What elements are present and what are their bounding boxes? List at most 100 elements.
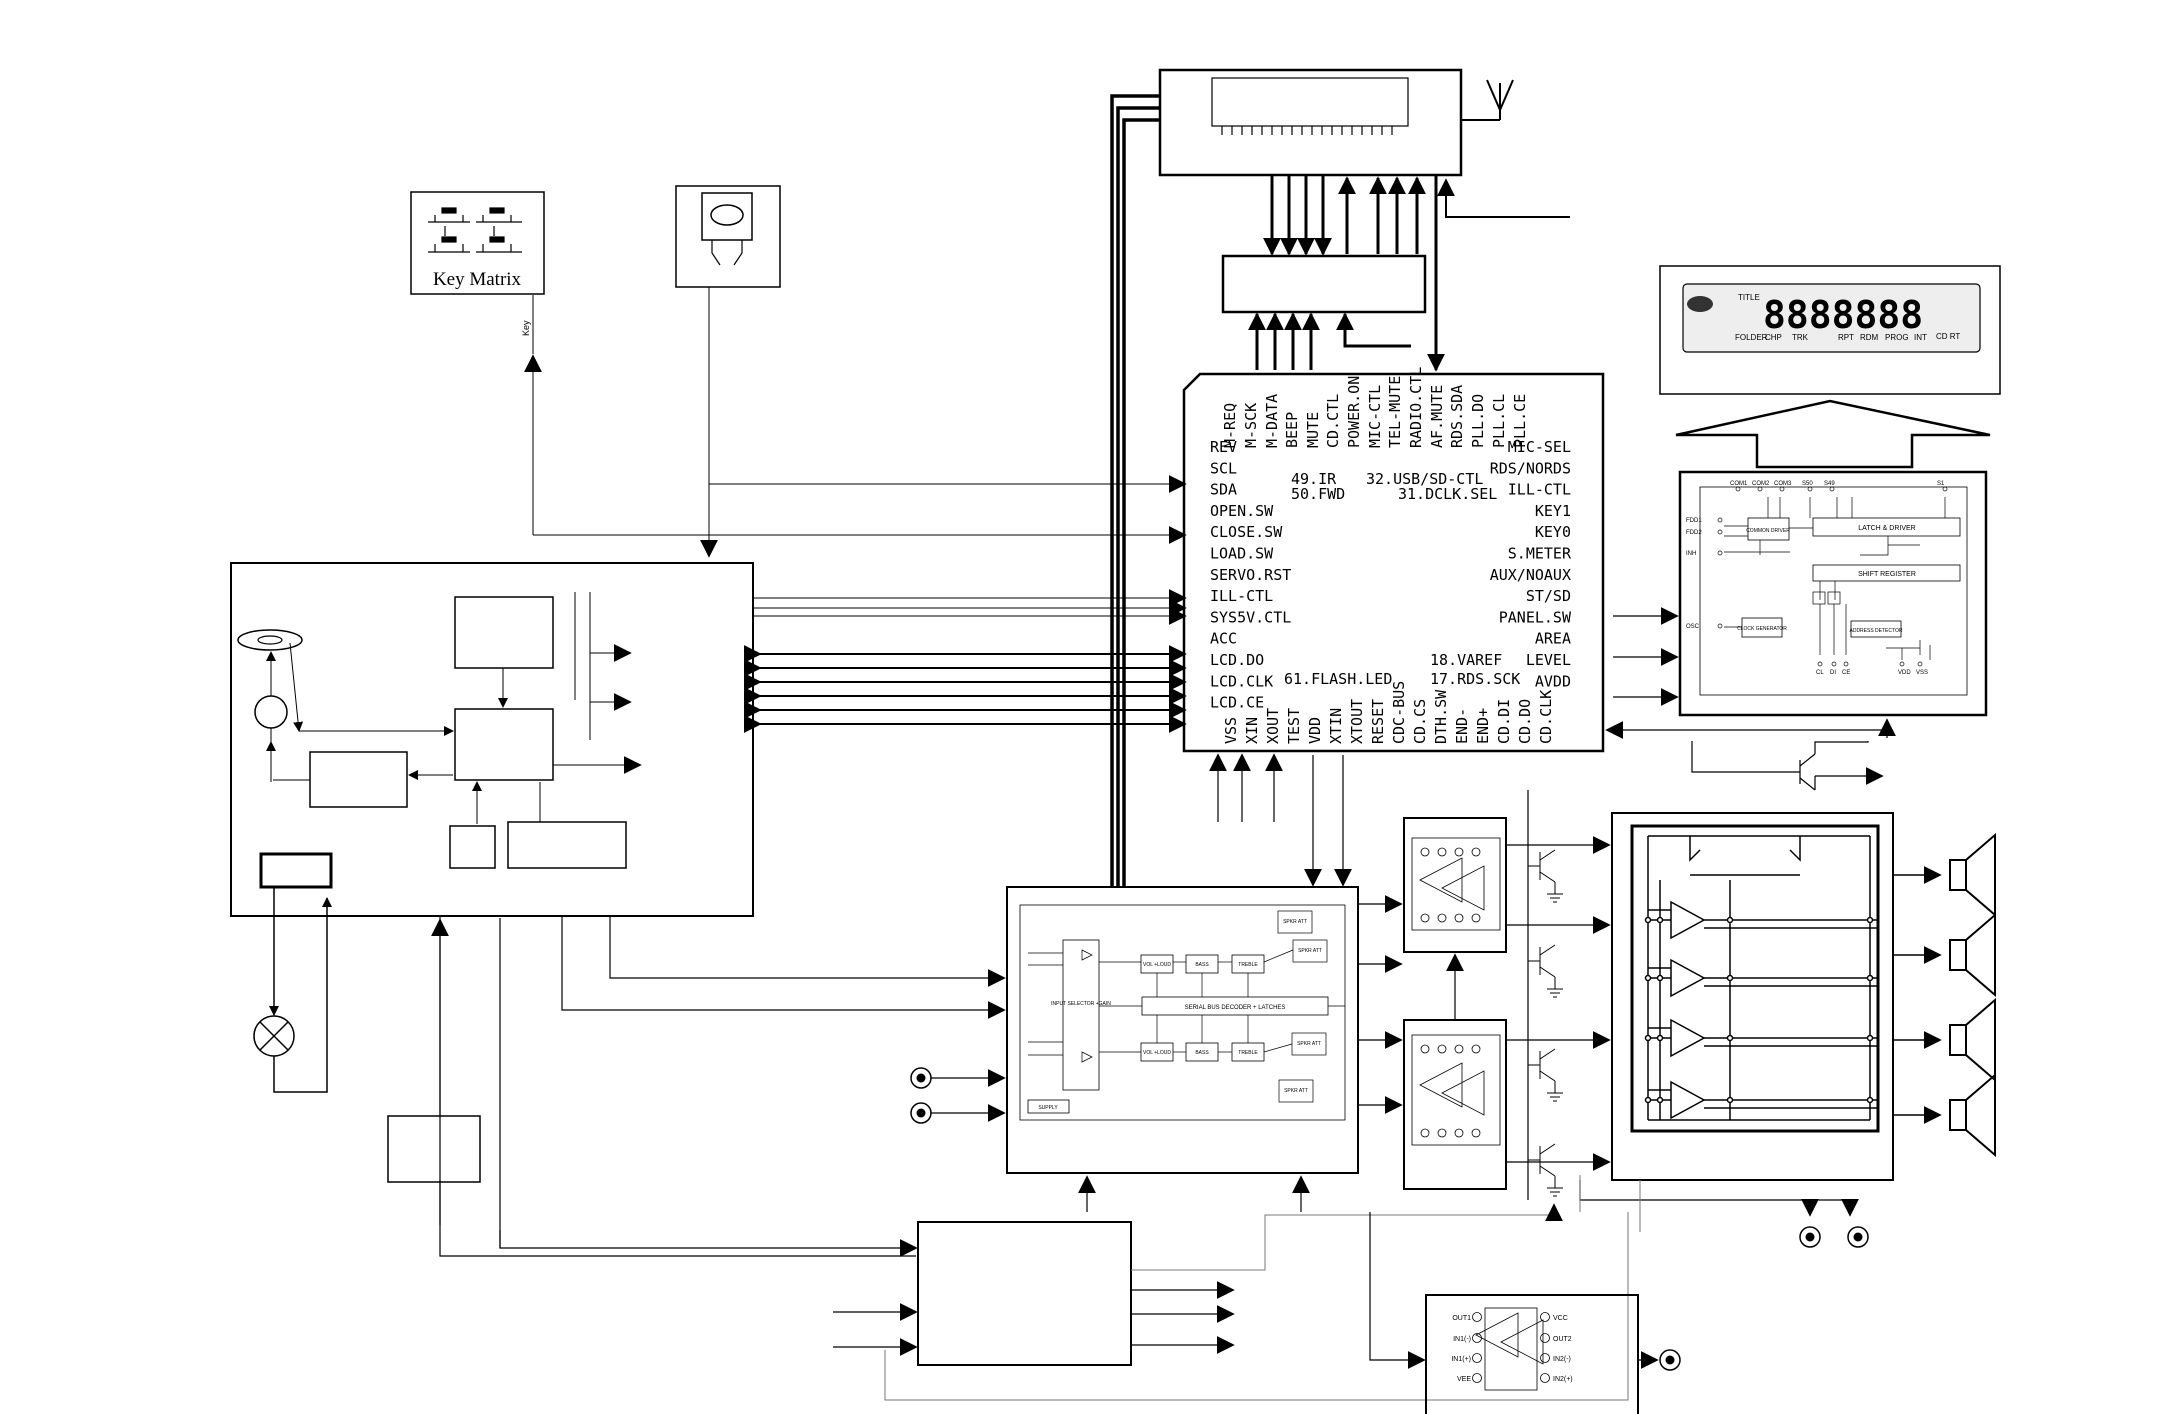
- lcd-indicator: PROG: [1885, 333, 1909, 342]
- aux-input-jacks: [910, 1067, 1006, 1124]
- lcd-indicator: INT: [1914, 333, 1927, 342]
- speaker-icon: [1949, 1072, 1996, 1158]
- key-line-label: Key: [521, 320, 531, 336]
- opamp-pin-right: VCC: [1553, 1315, 1568, 1322]
- mcu-pin-left: OPEN.SW: [1210, 502, 1274, 520]
- tuner-input-line: [1437, 178, 1570, 218]
- mcu-pin-right: LEVEL: [1526, 651, 1571, 669]
- lcd-driver-pin-left: INH: [1686, 551, 1696, 557]
- regulator-wiring: [431, 918, 501, 1248]
- key-matrix-signal: [524, 354, 1187, 544]
- audio-processor-chip: INPUT SELECTOR +GAIN SERIAL BUS DECODER …: [1006, 886, 1359, 1174]
- lcd-driver-pin-left: FDD1: [1686, 518, 1702, 524]
- mcu-pin-bottom: DTH.SW: [1432, 689, 1450, 744]
- mcu-pin-bottom: VSS: [1222, 717, 1240, 744]
- lcd-driver-pin-bottom: VSS: [1916, 670, 1928, 676]
- mcu-pin-top: PLL.CE: [1511, 394, 1529, 448]
- mcu-label-fwd: 50.FWD: [1291, 485, 1345, 503]
- lcd-driver-pin-top: COM3: [1774, 481, 1792, 487]
- lcd-driver-pin-bottom: CL: [1816, 670, 1824, 676]
- mcu-pin-top: POWER.ON: [1345, 376, 1363, 448]
- mcu-label-rds-sck: 17.RDS.SCK: [1430, 670, 1520, 688]
- mcu-pin-bottom: XTIN: [1327, 708, 1345, 744]
- mcu-pin-left: SDA: [1210, 481, 1237, 499]
- thin-gray-wiring: [884, 1175, 1641, 1401]
- power-supply-block: [917, 1221, 1132, 1366]
- opamp-to-power-amp-lines: [1506, 790, 1611, 1200]
- mcu-label-dclk: 31.DCLK.SEL: [1398, 485, 1497, 503]
- mcu-bottom-arrows: [1209, 753, 1352, 887]
- audio-to-opamp-lines: [1358, 895, 1464, 1114]
- lcd-indicator: CHP: [1765, 333, 1782, 342]
- lcd-driver-address-label: ADDRESS DETECTOR: [1850, 628, 1903, 634]
- mcu-pin-top: PLL.DO: [1469, 394, 1487, 448]
- lcd-driver-pin-top: COM1: [1730, 481, 1748, 487]
- mcu-pin-bottom: XTOUT: [1348, 699, 1366, 744]
- mcu-pin-top: PLL.CL: [1490, 394, 1508, 448]
- lcd-driver-pin-bottom: VDD: [1898, 670, 1911, 676]
- bass-top-label: BASS: [1195, 962, 1209, 968]
- lcd-driver-pin-left: FDD2: [1686, 530, 1702, 536]
- mcu-pin-bottom: CD.CS: [1411, 699, 1429, 744]
- lcd-driver-pin-left: OSC: [1686, 624, 1700, 630]
- transistor-column: [1528, 849, 1563, 1197]
- lcd-driver-pin-bottom: CE: [1842, 670, 1850, 676]
- serial-bus-decoder-label: SERIAL BUS DECODER + LATCHES: [1185, 1005, 1286, 1011]
- mcu-pin-top: MUTE: [1304, 412, 1322, 448]
- mcu-pin-top: RDS.SDA: [1448, 385, 1466, 448]
- tuner-to-audio-bus: [1110, 94, 1160, 887]
- mcu-pin-left: LCD.CE: [1210, 694, 1264, 712]
- line-out-jacks: [1579, 1180, 1859, 1217]
- lcd-driver-pin-top: COM2: [1752, 481, 1770, 487]
- antenna-icon: [1461, 79, 1514, 121]
- mcu-pin-bottom: TEST: [1285, 708, 1303, 744]
- mcu-label-flash-led: 61.FLASH.LED: [1284, 670, 1392, 688]
- lcd-driver-pin-bottom: DI: [1830, 670, 1836, 676]
- mcu-pin-bottom: CDC-BUS: [1390, 681, 1408, 744]
- mcu-pin-right: RDS/NORDS: [1490, 459, 1571, 477]
- mcu-pin-top: AF.MUTE: [1428, 385, 1446, 448]
- lcd-driver-common-label: COMMON DRIVER: [1746, 528, 1790, 534]
- rds-decoder-box: [1221, 254, 1427, 314]
- power-supply-wiring: [439, 917, 1235, 1356]
- key-matrix-label: Key Matrix: [433, 269, 522, 290]
- mcu-pin-top: M-DATA: [1263, 394, 1281, 448]
- key-matrix-block: Key Matrix: [410, 191, 545, 295]
- mcu-pin-right: AUX/NOAUX: [1490, 566, 1571, 584]
- mcu-pin-top: M-SCK: [1242, 403, 1260, 448]
- spkr-att-label: SPKR ATT: [1283, 919, 1307, 925]
- cd-motor-lamp-icon: [253, 887, 332, 1093]
- mcu-pin-bottom: CD.DO: [1516, 699, 1534, 744]
- lcd-driver-clock-label: CLOCK GENERATOR: [1737, 626, 1787, 632]
- mcu-pin-bottom: CD.CLK: [1537, 690, 1555, 744]
- opamp-pin-left: IN1(+): [1451, 1356, 1471, 1363]
- mcu-pin-right: KEY0: [1535, 523, 1571, 541]
- mcu-to-lcd-driver-lines: [1605, 607, 1896, 739]
- headphone-jack-icon: [1659, 1349, 1681, 1371]
- mcu-pin-left: REV: [1210, 438, 1237, 456]
- lcd-digits: 8888888: [1763, 293, 1923, 337]
- lcd-driver-latch-label: LATCH & DRIVER: [1858, 525, 1915, 532]
- opamp-chip-upper: [1403, 817, 1507, 953]
- treble-top-label: TREBLE: [1238, 962, 1258, 968]
- mcu-pin-top: CD.CTL: [1324, 394, 1342, 448]
- speaker-icon: [1949, 832, 1996, 918]
- mcu-pin-top: MIC-CTL: [1366, 385, 1384, 448]
- small-regulator-box: [387, 1115, 481, 1183]
- mcu-pin-top: TEL-MUTE: [1386, 376, 1404, 448]
- opamp-pin-left: OUT1: [1452, 1315, 1471, 1322]
- mcu-pin-right: KEY1: [1535, 502, 1571, 520]
- mcu-pin-right: AREA: [1535, 630, 1571, 648]
- cd-mcu-bidirectional-bus: [743, 645, 1187, 733]
- spkr-att-label: SPKR ATT: [1297, 1041, 1321, 1047]
- tuner-module: [1158, 68, 1463, 177]
- spkr-att-label: SPKR ATT: [1284, 1088, 1308, 1094]
